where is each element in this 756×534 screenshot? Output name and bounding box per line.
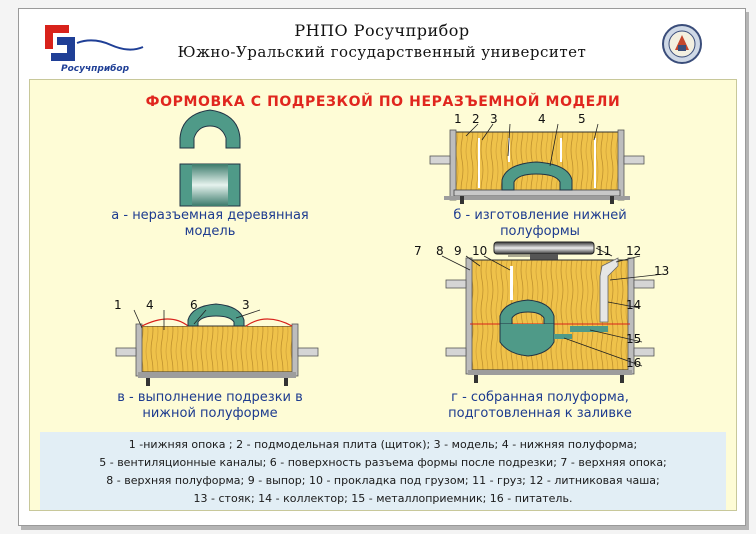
mold-g	[445, 241, 655, 383]
label-b-4: 4	[538, 112, 546, 126]
model-a	[179, 109, 241, 207]
legend-line-2: 5 - вентиляционные каналы; 6 - поверхнос…	[99, 456, 667, 469]
label-b-3: 3	[490, 112, 498, 126]
diagram-title: ФОРМОВКА С ПОДРЕЗКОЙ ПО НЕРАЗЪЕМНОЙ МОДЕ…	[145, 94, 621, 110]
label-v-1: 1	[114, 298, 122, 312]
leader-lines	[133, 123, 665, 367]
label-g-9: 9	[454, 244, 462, 258]
diagram-panel: ФОРМОВКА С ПОДРЕЗКОЙ ПО НЕРАЗЪЕМНОЙ МОДЕ…	[29, 79, 737, 511]
label-g-16: 16	[626, 356, 642, 370]
caption-v: в - выполнение подрезки в нижной полуфор…	[117, 390, 303, 421]
label-v-3: 3	[242, 298, 250, 312]
label-g-7: 7	[414, 244, 422, 258]
label-g-15: 15	[626, 332, 642, 346]
legend-line-4: 13 - стояк; 14 - коллектор; 15 - металло…	[193, 492, 573, 505]
legend-line-3: 8 - верхняя полуформа; 9 - выпор; 10 - п…	[106, 474, 660, 487]
org-name: РНПО Росучприбор	[294, 21, 470, 40]
label-g-8: 8	[436, 244, 444, 258]
label-v-6: 6	[190, 298, 198, 312]
label-b-1: 1	[454, 112, 462, 126]
label-g-12: 12	[626, 244, 642, 258]
legend-line-1: 1 -нижняя опока ; 2 - подмодельная плита…	[128, 438, 638, 451]
legend-box: 1 -нижняя опока ; 2 - подмодельная плита…	[40, 432, 726, 510]
label-g-13: 13	[654, 264, 670, 278]
rosuchpribor-logo: Росучприбор	[45, 25, 144, 74]
mold-b	[429, 129, 645, 204]
logo-text: Росучприбор	[61, 63, 130, 74]
university-name: Южно-Уральский государственный университ…	[177, 43, 587, 61]
poster: Росучприбор РНПО Росучприбор Южно-Уральс…	[18, 8, 746, 526]
mold-drawings	[115, 109, 665, 386]
label-g-10: 10	[472, 244, 488, 258]
label-g-11: 11	[596, 244, 612, 258]
header: Росучприбор РНПО Росучприбор Южно-Уральс…	[19, 9, 745, 74]
university-emblem-icon	[662, 24, 702, 64]
label-b-2: 2	[472, 112, 480, 126]
label-v-4: 4	[146, 298, 154, 312]
caption-a: а - неразъемная деревянная модель	[111, 208, 309, 239]
caption-g: г - собранная полуформа, подготовленная …	[448, 390, 632, 421]
caption-b: б - изготовление нижней полуформы	[453, 208, 627, 239]
label-b-5: 5	[578, 112, 586, 126]
label-g-14: 14	[626, 298, 642, 312]
mold-v	[115, 303, 319, 386]
